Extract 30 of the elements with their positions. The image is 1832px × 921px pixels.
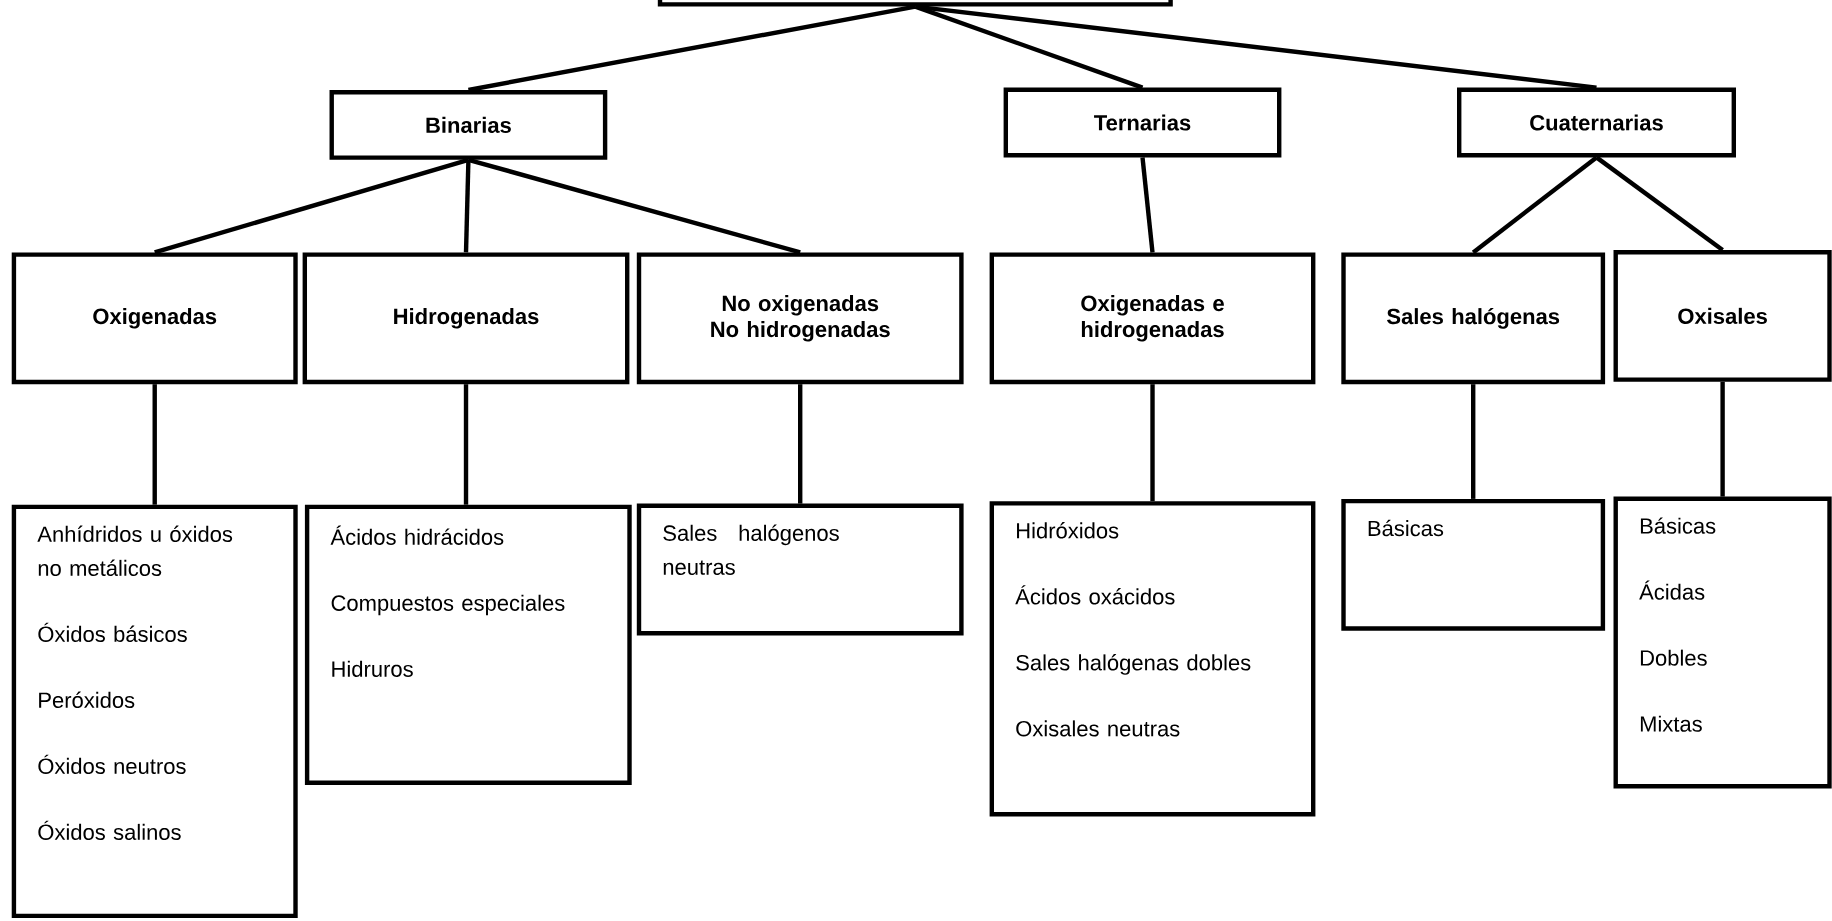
list-box: Anhídridos u óxidos no metálicos Óxidos básicos Peróxidos Óxidos neutros Óxidos salinos	[11, 504, 298, 919]
connector-line	[154, 157, 470, 255]
list-box: Básicas	[1341, 498, 1606, 631]
connector-line	[1150, 384, 1155, 502]
list-box: Hidróxidos Ácidos oxácidos Sales halógenas dobles Oxisales neutras	[989, 501, 1316, 817]
category-box: Binarias	[329, 90, 608, 160]
connector-line	[152, 384, 157, 505]
list-box: Sales halógenos neutras	[636, 503, 964, 636]
connector-line	[798, 384, 803, 504]
category-box: Sales halógenas	[1341, 252, 1606, 385]
empty-box	[657, 0, 1173, 7]
connector-line	[1140, 157, 1155, 253]
category-box: Oxisales	[1613, 250, 1832, 382]
connector-line	[468, 4, 916, 93]
connector-line	[463, 159, 471, 253]
connector-line	[1595, 155, 1724, 252]
connector-line	[1471, 384, 1476, 499]
category-box: Hidrogenadas	[302, 252, 630, 385]
category-box: Oxigenadas	[11, 252, 298, 385]
connector-line	[467, 157, 801, 255]
connector-line	[1720, 381, 1725, 497]
connector-line	[1471, 155, 1598, 255]
category-box: Oxigenadas e hidrogenadas	[989, 252, 1316, 385]
list-box: Ácidos hidrácidos Compuestos especiales Hidruros	[304, 504, 632, 785]
connector-line	[915, 4, 1597, 90]
connector-line	[463, 384, 469, 505]
category-box: No oxigenadas No hidrogenadas	[636, 252, 964, 385]
category-box: Ternarias	[1003, 87, 1282, 158]
category-box: Cuaternarias	[1457, 87, 1736, 158]
list-box: Básicas Ácidas Dobles Mixtas	[1613, 496, 1832, 789]
